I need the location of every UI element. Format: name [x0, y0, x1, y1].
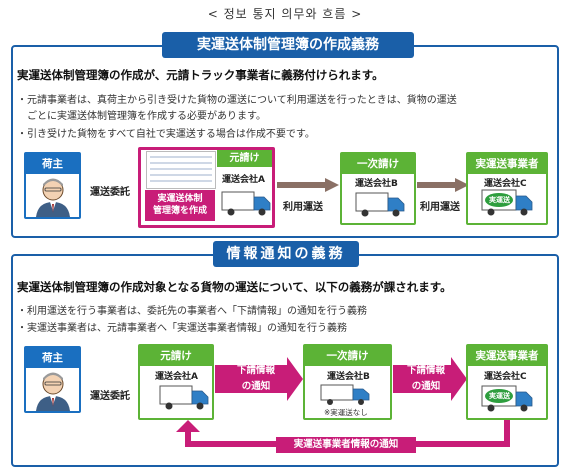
actual-truck-badge: 実運送: [489, 196, 510, 204]
edge-use-label-1: 利用運送: [283, 202, 323, 213]
section1-heading: 実運送体制管理簿の作成が、元請トラック事業者に義務付けられます。: [17, 68, 384, 82]
ledger-document-icon: [146, 151, 216, 189]
first-subcontractor-box: 一次請け: [340, 152, 416, 225]
first-sub-company: 運送会社B: [327, 372, 370, 382]
edge-consign-label: 運送委託: [90, 391, 130, 402]
section1-bullet-2: ・引き受けた貨物をすべて自社で実運送する場合は作成不要です。: [17, 129, 315, 140]
first-sub-label: 一次請け: [305, 346, 390, 366]
section2-heading: 実運送体制管理簿の作成対象となる貨物の運送について、以下の義務が課されます。: [17, 280, 452, 294]
truck-icon: [159, 385, 209, 410]
section2-bullet-1: ・利用運送を行う事業者は、委託先の事業者へ「下請情報」の通知を行う義務: [17, 306, 367, 317]
shipper-box: 荷主: [24, 152, 81, 219]
truck-icon: [481, 189, 533, 216]
notice-label-2: 下請情報 の通知: [398, 363, 454, 395]
businessman-icon: [36, 372, 70, 411]
section1-bullet-1: ・元請事業者は、真荷主から引き受けた貨物の運送について利用運送を行ったときは、貨…: [17, 95, 457, 106]
shipper-label: 荷主: [26, 348, 79, 368]
notice-label-1-line1: 下請情報: [236, 365, 275, 376]
actual-label: 実運送事業者: [468, 346, 546, 366]
truck-icon: [320, 384, 370, 405]
actual-carrier-box: 実運送事業者: [466, 344, 548, 420]
section1-title: 実運送体制管理簿の作成義務: [162, 32, 414, 58]
first-subcontractor-box: 一次請け: [303, 344, 392, 420]
shipper-box: 荷主: [24, 346, 81, 413]
notice-label-1: 下請情報 の通知: [228, 363, 284, 395]
businessman-icon: [36, 178, 70, 217]
notice-arrow-1: [215, 357, 303, 401]
first-sub-label: 一次請け: [342, 154, 414, 174]
ledger-tag: 実運送体制 管理簿を作成: [145, 190, 215, 221]
ledger-tag-line2: 管理簿を作成: [152, 206, 207, 216]
section2-bullet-2: ・実運送事業者は、元請事業者へ「実運送事業者情報」の通知を行う義務: [17, 323, 347, 334]
first-sub-note: ※実運送なし: [324, 408, 368, 417]
return-notice-label: 実運送事業者情報の通知: [276, 437, 416, 453]
actual-company: 運送会社C: [484, 372, 527, 382]
prime-company: 運送会社A: [155, 372, 198, 382]
notice-label-2-line1: 下請情報: [406, 365, 445, 376]
prime-company: 運送会社A: [222, 175, 265, 185]
ledger-tag-line1: 実運送体制: [157, 194, 203, 204]
section2-title: 情報通知の義務: [213, 241, 359, 267]
arrow-first-to-actual: [417, 178, 469, 192]
figure-caption: < 정보 통지 의무와 흐름 >: [207, 7, 363, 21]
notice-arrow-2: [393, 357, 467, 401]
truck-icon: [355, 192, 405, 217]
first-sub-company: 運送会社B: [355, 179, 398, 189]
notice-label-2-line2: の通知: [411, 381, 441, 392]
arrow-prime-to-first: [277, 178, 339, 192]
edge-use-label-2: 利用運送: [420, 202, 460, 213]
actual-truck-badge: 実運送: [489, 392, 510, 400]
prime-label: 元請け: [217, 150, 272, 167]
edge-consign-label: 運送委託: [90, 187, 130, 198]
truck-icon: [481, 385, 533, 412]
prime-label: 元請け: [140, 346, 212, 366]
truck-icon: [221, 191, 271, 216]
section1-bullet-1-cont: ごとに実運送体制管理簿を作成する必要があります。: [17, 111, 266, 122]
actual-carrier-box: 実運送事業者: [466, 152, 548, 225]
actual-label: 実運送事業者: [468, 154, 546, 174]
shipper-label: 荷主: [26, 154, 79, 174]
notice-label-1-line2: の通知: [241, 381, 271, 392]
actual-company: 運送会社C: [484, 179, 527, 189]
